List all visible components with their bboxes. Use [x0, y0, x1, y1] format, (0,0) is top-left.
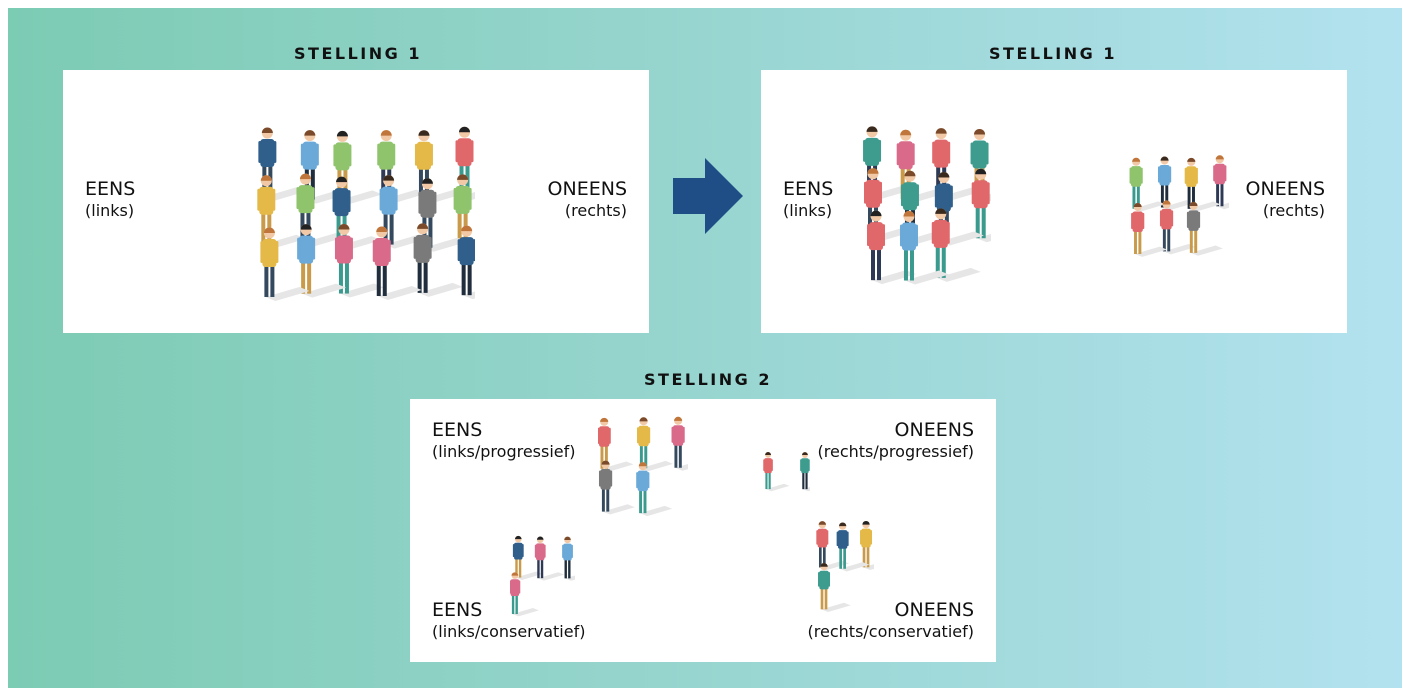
label-oneens-title: ONEENS: [1245, 178, 1325, 200]
person-figure: [510, 572, 539, 617]
label-eens-title: EENS: [85, 178, 136, 200]
person-figure: [1184, 157, 1221, 212]
label-q3-sub: (links/conservatief): [432, 622, 586, 641]
person-figure: [372, 226, 422, 300]
label-oneens-sub: (rechts): [564, 201, 627, 220]
person-figure: [413, 223, 463, 297]
label-oneens-title: ONEENS: [547, 178, 627, 200]
label-eens-title: EENS: [783, 178, 834, 200]
person-figure: [818, 563, 851, 613]
label-eens: EENS (links): [85, 178, 135, 221]
person-figure: [1157, 156, 1194, 211]
label-eens-sub: (links): [783, 201, 833, 220]
person-figure: [1213, 155, 1229, 210]
person-figure: [598, 417, 634, 472]
person-figure: [931, 208, 981, 282]
person-figure: [598, 460, 635, 515]
label-q3: EENS (links/conservatief): [432, 599, 585, 642]
label-q3-title: EENS: [432, 599, 483, 621]
people-crowd-icon: [863, 126, 991, 285]
person-figure: [1186, 201, 1223, 256]
person-figure: [671, 416, 688, 471]
label-q1-title: EENS: [432, 419, 483, 441]
people-crowd-icon: [763, 452, 810, 492]
label-eens: EENS (links): [783, 178, 833, 221]
heading-stelling-2: STELLING 2: [644, 370, 772, 389]
people-crowd-icon: [598, 416, 688, 517]
label-oneens: ONEENS (rechts): [548, 178, 627, 221]
person-figure: [636, 462, 673, 517]
person-figure: [1131, 203, 1168, 257]
person-figure: [971, 168, 991, 243]
people-crowd-icon: [816, 520, 874, 613]
panel-stelling-1-after: EENS (links) ONEENS (rechts): [761, 70, 1347, 333]
arrow-right-icon: [673, 158, 743, 234]
person-figure: [836, 522, 870, 572]
label-q1-sub: (links/progressief): [432, 442, 576, 461]
person-figure: [763, 452, 790, 492]
label-q4: ONEENS (rechts/conservatief): [808, 599, 974, 642]
person-figure: [800, 452, 810, 492]
person-figure: [297, 224, 347, 298]
people-crowd-icon: [257, 126, 475, 301]
person-figure: [562, 536, 575, 581]
label-oneens-sub: (rechts): [1262, 201, 1325, 220]
people-crowd-icon: [1129, 155, 1229, 257]
person-figure: [534, 536, 565, 581]
person-figure: [636, 417, 673, 472]
diagram-background: STELLING 1 STELLING 1 STELLING 2 EENS (l…: [8, 8, 1402, 688]
person-figure: [334, 224, 384, 298]
person-figure: [899, 210, 949, 285]
person-figure: [1159, 200, 1196, 255]
person-figure: [457, 225, 475, 300]
label-q2-title: ONEENS: [894, 419, 974, 441]
label-q2: ONEENS (rechts/progressief): [818, 419, 974, 462]
label-oneens: ONEENS (rechts): [1246, 178, 1325, 221]
people-crowd-icon: [510, 535, 575, 617]
label-q2-sub: (rechts/progressief): [817, 442, 974, 461]
label-q4-sub: (rechts/conservatief): [807, 622, 974, 641]
heading-stelling-1-right: STELLING 1: [989, 44, 1117, 63]
panel-stelling-2: EENS (links/progressief) ONEENS (rechts/…: [410, 399, 996, 662]
arrow-shape: [673, 158, 743, 234]
panel-stelling-1-before: EENS (links) ONEENS (rechts): [63, 70, 649, 333]
person-figure: [260, 227, 310, 301]
person-figure: [860, 520, 874, 570]
person-figure: [453, 174, 475, 248]
person-figure: [512, 535, 543, 580]
label-q4-title: ONEENS: [894, 599, 974, 621]
heading-stelling-1-left: STELLING 1: [294, 44, 422, 63]
label-eens-sub: (links): [85, 201, 135, 220]
person-figure: [1129, 157, 1166, 212]
label-q1: EENS (links/progressief): [432, 419, 576, 462]
